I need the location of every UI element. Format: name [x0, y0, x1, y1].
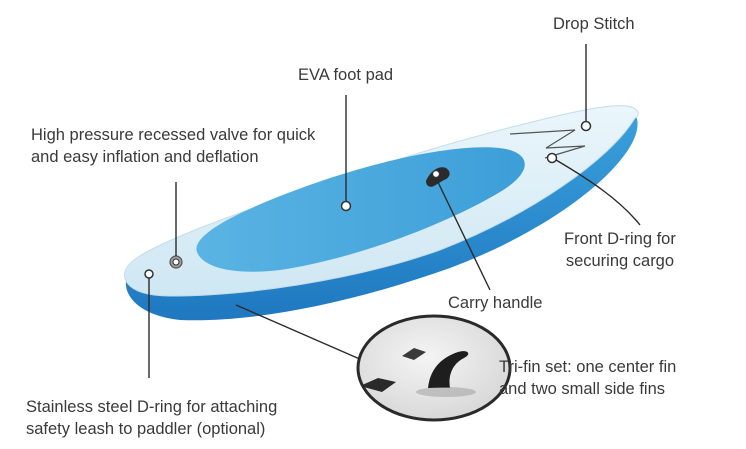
label-front-d-ring-line2: securing cargo — [565, 252, 675, 270]
label-drop-stitch: Drop Stitch — [553, 15, 635, 33]
label-stainless-line2: safety leash to paddler (optional) — [26, 420, 266, 438]
label-valve-line2: and easy inflation and deflation — [31, 148, 259, 166]
label-stainless-line1: Stainless steel D-ring for attaching — [26, 398, 278, 416]
leader-lines — [148, 44, 641, 378]
board-rail — [125, 116, 638, 321]
side-fin-top — [402, 348, 426, 360]
label-front-d-ring-line1: Front D-ring for — [564, 230, 676, 248]
drop-stitch-dot — [580, 120, 592, 132]
tail-d-ring — [144, 269, 154, 279]
leader-carry-handle — [435, 177, 491, 291]
front-d-ring — [546, 152, 558, 164]
label-valve-line1: High pressure recessed valve for quick — [31, 126, 316, 144]
eva-pad-dot — [340, 200, 352, 212]
label-valve: High pressure recessed valve for quick a… — [31, 124, 315, 168]
label-tri-fin: Tri-fin set: one center fin and two smal… — [499, 356, 676, 400]
leader-front-d-ring — [555, 159, 641, 226]
drop-stitch-mark — [509, 129, 586, 159]
label-stainless-d-ring: Stainless steel D-ring for attaching saf… — [26, 396, 277, 440]
center-fin — [428, 351, 469, 388]
leader-tri-fin — [235, 304, 363, 361]
label-eva-foot-pad: EVA foot pad — [298, 66, 394, 84]
tri-fin-inset — [356, 314, 512, 422]
label-tri-fin-line2: and two small side fins — [499, 380, 665, 398]
label-front-d-ring: Front D-ring for securing cargo — [564, 228, 676, 272]
label-carry-handle: Carry handle — [448, 294, 543, 312]
carry-handle-dot — [431, 169, 441, 179]
label-tri-fin-line1: Tri-fin set: one center fin — [499, 358, 677, 376]
valve-dot — [172, 258, 180, 266]
fin-shadow — [416, 387, 476, 397]
side-fin-left — [360, 378, 396, 392]
